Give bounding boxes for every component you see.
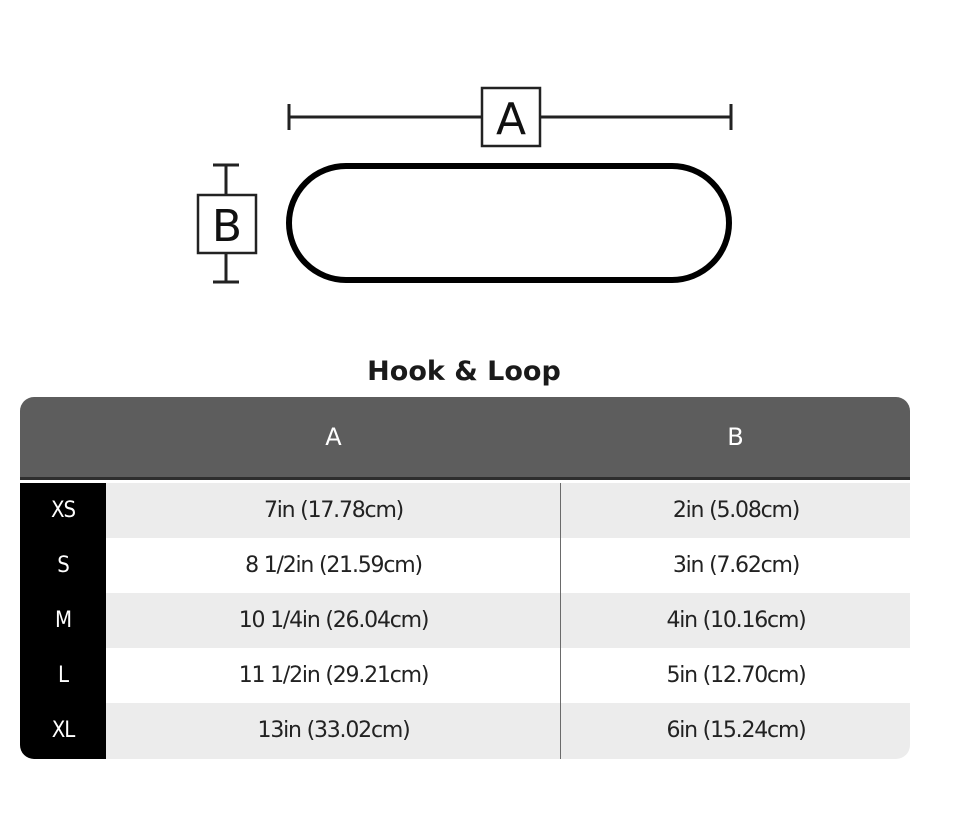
size-table: A B XS 7in (17.78cm) 2in (5.08cm) S 8 1/… <box>20 397 910 759</box>
table-row: M 10 1/4in (26.04cm) 4in (10.16cm) <box>20 593 910 648</box>
dimension-a-label-box <box>480 86 542 148</box>
dimension-b-label: B <box>212 201 242 252</box>
size-label: XS <box>20 483 106 538</box>
measurement-a: 11 1/2in (29.21cm) <box>238 663 430 688</box>
measurement-b: 5in (12.70cm) <box>666 663 806 688</box>
dimension-b-label-box <box>196 193 258 255</box>
column-header-b: B <box>727 423 744 451</box>
table-row: L 11 1/2in (29.21cm) 5in (12.70cm) <box>20 648 910 703</box>
strap-outline <box>286 163 732 283</box>
size-label: L <box>20 648 106 703</box>
table-row: XL 13in (33.02cm) 6in (15.24cm) <box>20 703 910 759</box>
measurement-b: 6in (15.24cm) <box>666 718 806 743</box>
table-title: Hook & Loop <box>367 356 561 387</box>
dimension-a-label: A <box>496 94 526 145</box>
measurement-a: 13in (33.02cm) <box>257 718 411 743</box>
measurement-b: 4in (10.16cm) <box>666 608 806 633</box>
size-label: XL <box>20 703 106 759</box>
measurement-a: 10 1/4in (26.04cm) <box>238 608 430 633</box>
table-row: XS 7in (17.78cm) 2in (5.08cm) <box>20 483 910 538</box>
measurement-a: 8 1/2in (21.59cm) <box>245 553 423 578</box>
dimension-diagram: A B <box>196 86 733 284</box>
table-row: S 8 1/2in (21.59cm) 3in (7.62cm) <box>20 538 910 593</box>
column-divider <box>560 483 561 759</box>
size-label: M <box>20 593 106 648</box>
measurement-b: 2in (5.08cm) <box>672 498 801 523</box>
size-label: S <box>20 538 106 593</box>
measurement-b: 3in (7.62cm) <box>672 553 801 578</box>
column-header-a: A <box>325 423 342 451</box>
measurement-a: 7in (17.78cm) <box>263 498 404 523</box>
table-header: A B <box>20 397 910 480</box>
